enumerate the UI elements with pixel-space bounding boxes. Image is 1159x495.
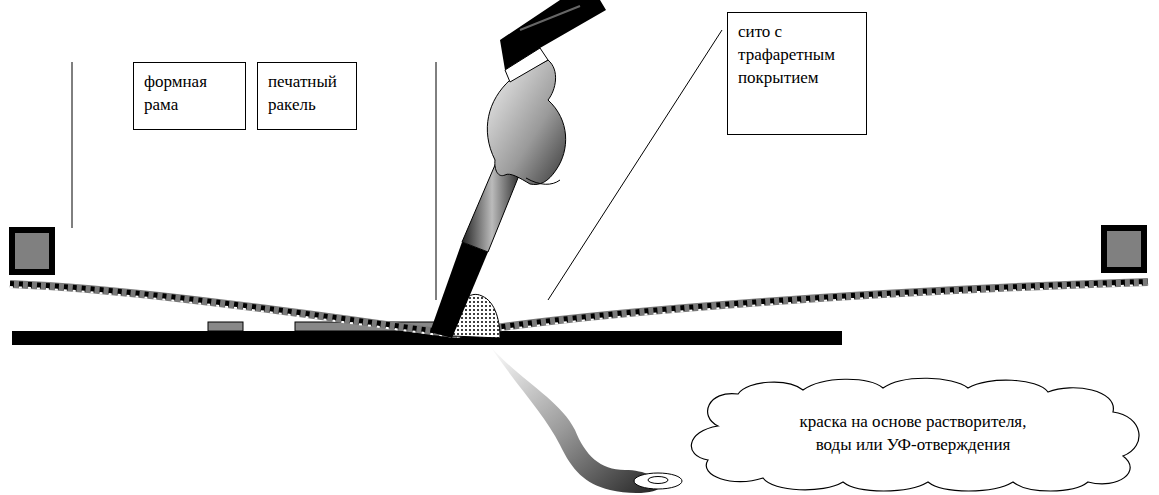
hand	[487, 60, 565, 184]
label-box: сито с трафаретным покрытием	[727, 12, 867, 135]
squeegee-blade	[430, 242, 488, 338]
callout-cloud: краска на основе растворителя, воды или …	[678, 376, 1148, 492]
sleeve-fold	[520, 6, 580, 30]
ink-disc-center	[648, 477, 668, 484]
ink-flow	[490, 346, 660, 493]
part-label: сито с трафаретным покрытием	[738, 21, 856, 90]
print-deposit	[208, 322, 243, 331]
screen-mesh-weave	[10, 285, 1148, 337]
label-box: печатный ракель	[257, 62, 357, 130]
frame-section	[12, 230, 52, 272]
cloud-outline	[678, 376, 1148, 492]
part-label: формная рама	[144, 71, 235, 117]
sleeve	[500, 0, 606, 70]
cloud-shape	[691, 378, 1139, 491]
callout-text: краска на основе растворителя, воды или …	[798, 411, 1028, 457]
ink-disc	[634, 473, 682, 489]
leader-line	[436, 62, 437, 300]
screen-mesh	[10, 282, 1148, 334]
leader-line	[548, 30, 722, 300]
leader-line	[72, 62, 73, 228]
screen-mesh-weave	[10, 282, 1148, 334]
finger	[526, 178, 560, 184]
label-box: формная рама	[133, 62, 246, 130]
part-label: печатный ракель	[268, 71, 346, 117]
frame-section	[1104, 228, 1144, 270]
